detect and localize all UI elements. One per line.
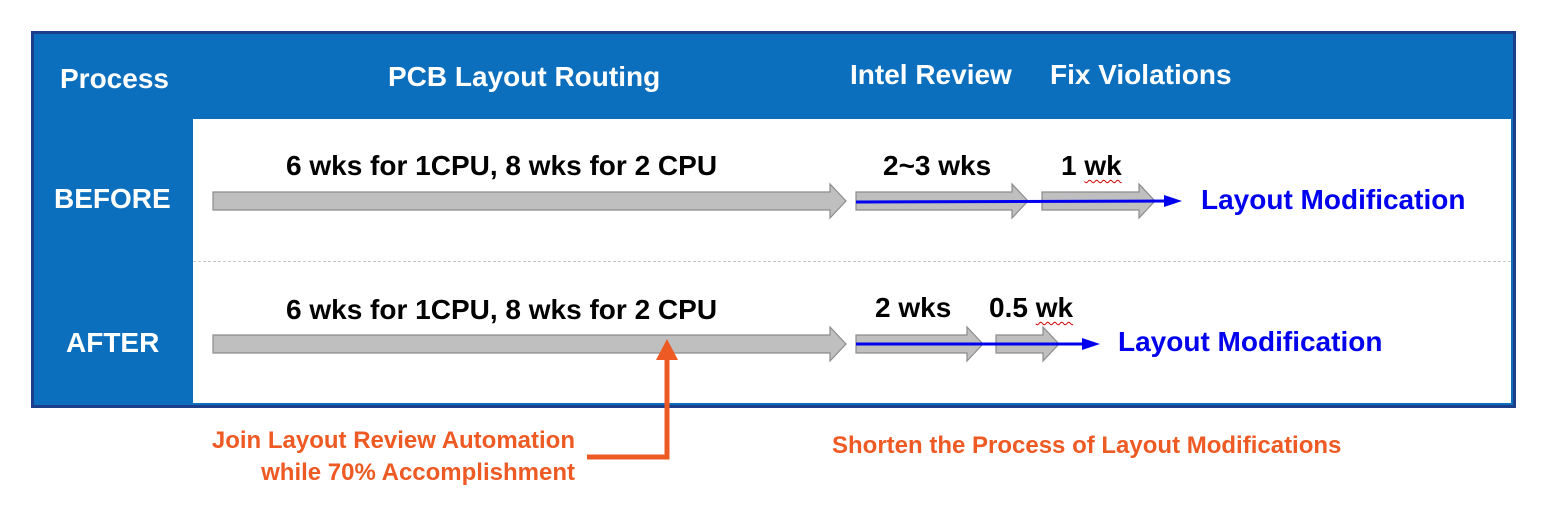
before-fix-duration: 1 wk (1061, 150, 1122, 181)
after-routing-duration: 6 wks for 1CPU, 8 wks for 2 CPU (286, 294, 718, 325)
shorten-note: Shorten the Process of Layout Modificati… (832, 432, 1342, 459)
row-label-before: BEFORE (54, 183, 171, 214)
automation-note-line1: Join Layout Review Automation (211, 427, 575, 454)
header-fix-violations: Fix Violations (1050, 59, 1232, 90)
automation-note-line2: while 70% Accomplishment (261, 459, 575, 486)
after-fix-duration: 0.5 wk (989, 292, 1074, 323)
header-intel-review: Intel Review (850, 59, 1012, 90)
before-layout-modification: Layout Modification (1201, 184, 1466, 215)
before-routing-arrow (212, 182, 847, 220)
before-blue-arrow (855, 195, 1182, 207)
after-review-duration: 2 wks (875, 292, 952, 323)
after-blue-arrow (856, 338, 1100, 350)
after-layout-modification: Layout Modification (1118, 326, 1383, 357)
after-routing-arrow (212, 325, 847, 363)
row-label-after: AFTER (66, 327, 160, 358)
before-review-duration: 2~3 wks (883, 150, 992, 181)
automation-note: Join Layout Review Automation while 70% … (212, 425, 575, 489)
row-divider (193, 261, 1511, 262)
automation-callout-arrow (587, 339, 678, 460)
header-pcb-layout-routing: PCB Layout Routing (388, 61, 661, 92)
header-process: Process (60, 63, 169, 94)
before-routing-duration: 6 wks for 1CPU, 8 wks for 2 CPU (286, 150, 718, 181)
